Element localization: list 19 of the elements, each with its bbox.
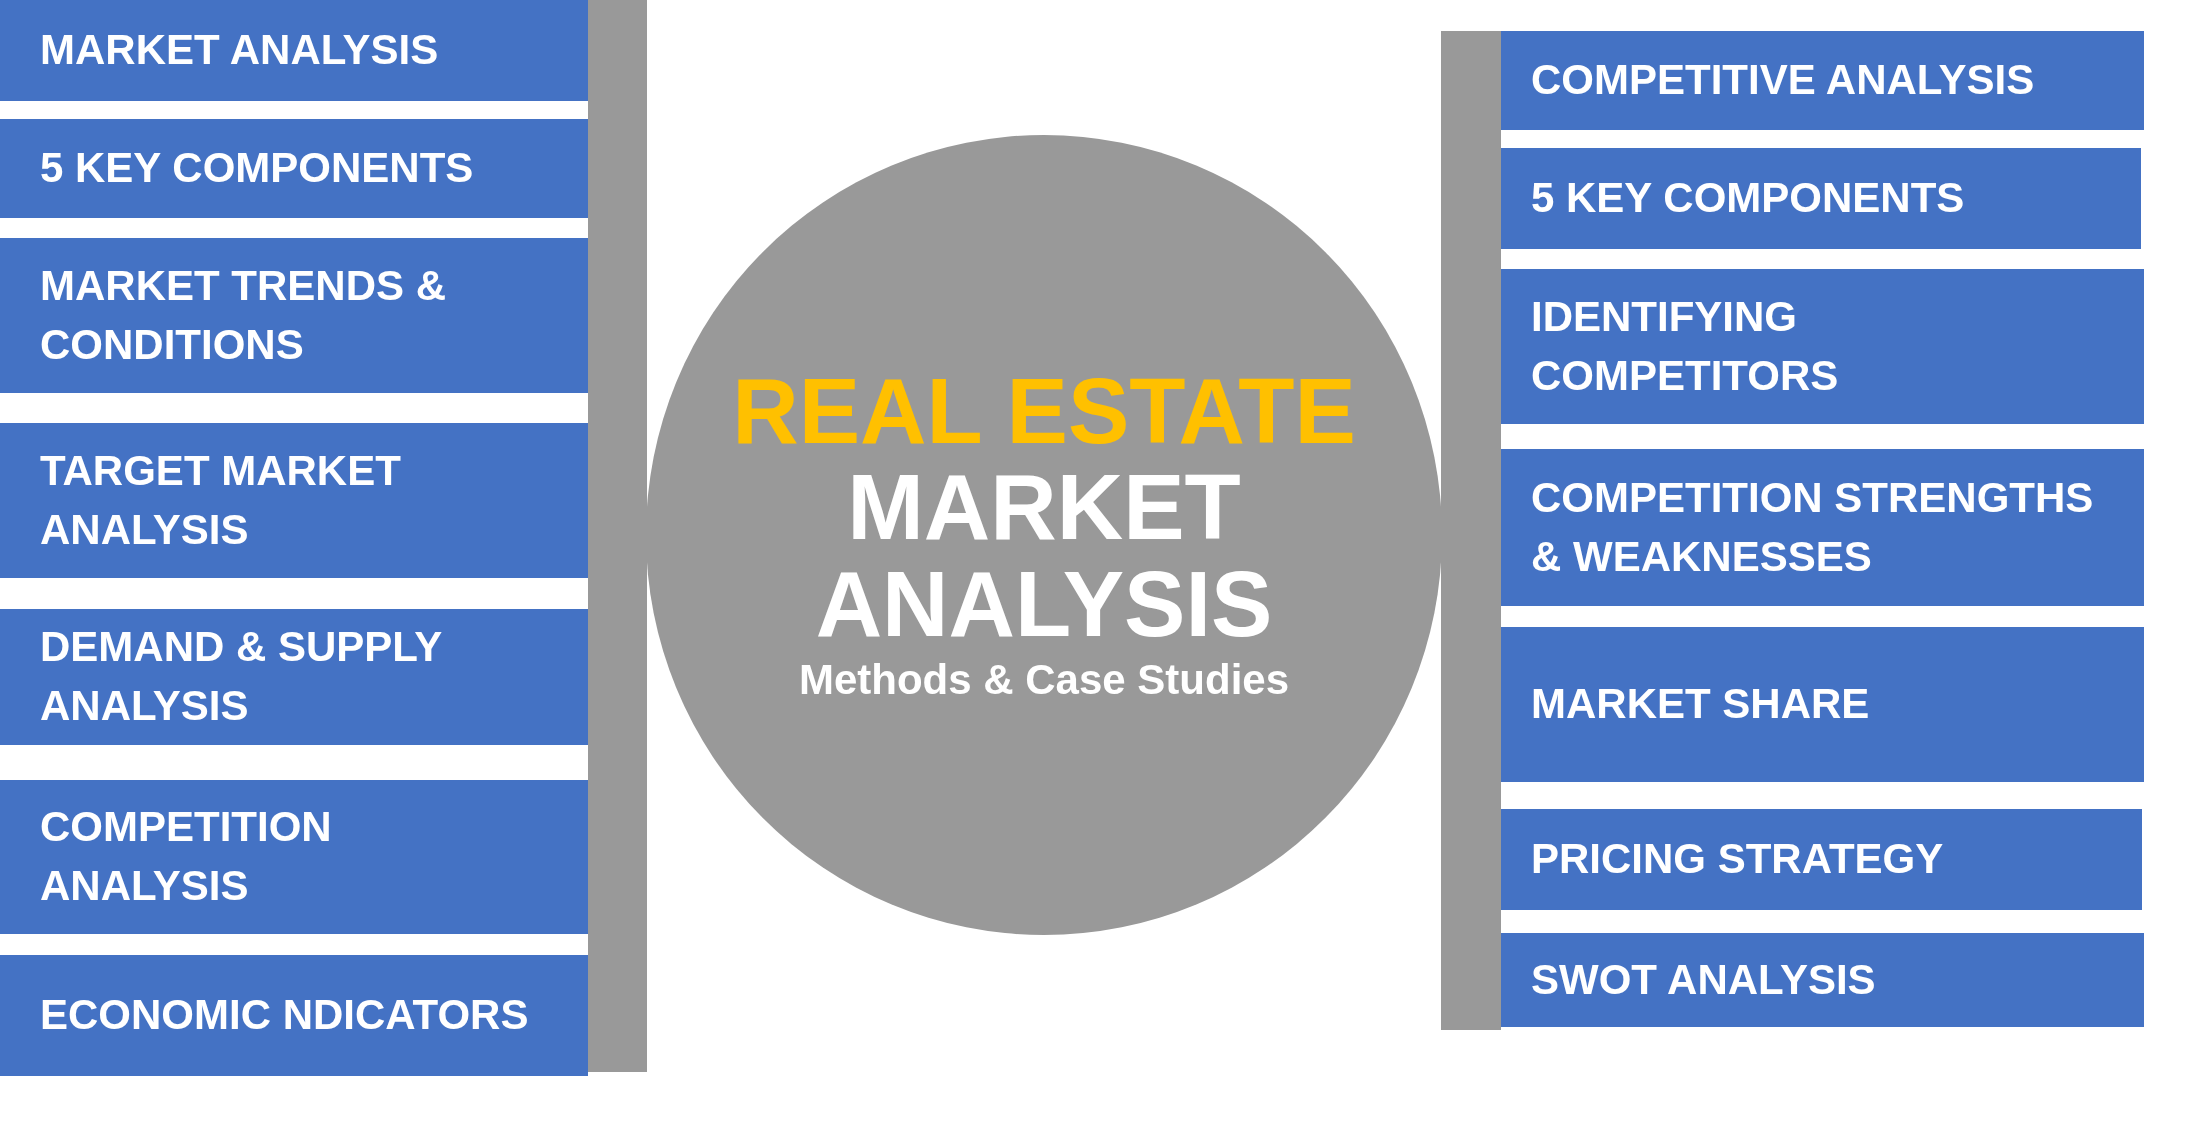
topic-box: MARKET TRENDS & CONDITIONS — [0, 238, 588, 393]
subtitle-text: Methods & Case Studies — [798, 654, 1290, 705]
topic-box: COMPETITION ANALYSIS — [0, 780, 588, 934]
topic-box: PRICING STRATEGY — [1501, 809, 2142, 910]
topic-box: DEMAND & SUPPLY ANALYSIS — [0, 609, 588, 745]
topic-box: MARKET ANALYSIS — [0, 0, 588, 101]
topic-box: COMPETITIVE ANALYSIS — [1501, 31, 2144, 130]
topic-box: 5 KEY COMPONENTS — [1501, 148, 2141, 249]
topic-box: SWOT ANALYSIS — [1501, 933, 2144, 1027]
topic-box: ECONOMIC NDICATORS — [0, 955, 588, 1076]
side-bar — [588, 0, 647, 1072]
topic-box: COMPETITION STRENGTHS & WEAKNESSES — [1501, 449, 2144, 606]
topic-box: MARKET SHARE — [1501, 627, 2144, 782]
heading-text: MARKET ANALYSIS — [814, 459, 1274, 653]
title-text: REAL ESTATE — [732, 362, 1356, 460]
topic-box: 5 KEY COMPONENTS — [0, 119, 588, 218]
topic-box: TARGET MARKET ANALYSIS — [0, 423, 588, 578]
topic-box: IDENTIFYING COMPETITORS — [1501, 269, 2144, 424]
side-bar — [1441, 31, 1501, 1030]
